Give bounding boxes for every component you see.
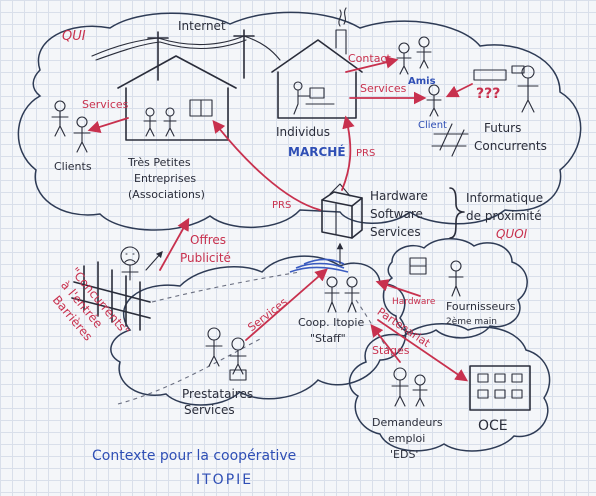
individus-label: Individus <box>276 125 330 139</box>
coop-line1: Coop. Itopie <box>298 316 364 329</box>
hardware-small-label: Hardware <box>392 297 436 307</box>
barrieres-group: Barrières à l'entrée "Concurrents" <box>50 265 133 344</box>
arrow-prs-left <box>212 120 321 211</box>
qui-top-label: QUI <box>62 29 86 44</box>
dashed-link-1 <box>151 271 301 303</box>
itopie-label: ITOPIE <box>196 472 253 488</box>
demandeurs-line2: emploi <box>388 432 425 445</box>
demandeurs-line3: 'EDS' <box>390 448 418 461</box>
demandeurs-line1: Demandeurs <box>372 416 443 429</box>
service-provider-figures <box>205 327 247 381</box>
arrow-services-left <box>87 117 129 133</box>
staff-wavy-outline <box>289 258 349 273</box>
tpe-line3: (Associations) <box>128 188 205 201</box>
individuals-house-icon <box>271 7 363 119</box>
offres-line2: Publicité <box>180 251 231 265</box>
services-left-label: Services <box>82 98 129 111</box>
brace <box>449 187 465 239</box>
small-business-house-icon <box>117 55 237 141</box>
tpe-line1: Très Petites <box>127 156 191 169</box>
arrow-offres <box>159 217 190 271</box>
prs-right-label: PRS <box>356 148 375 159</box>
hardware-label: Hardware <box>370 189 428 203</box>
services-hw-label: Services <box>370 225 421 239</box>
job-seeker-figures <box>391 367 428 407</box>
arrow-futurs <box>445 83 473 98</box>
question-marks: ??? <box>476 86 500 102</box>
friends-and-client-figures <box>396 36 442 117</box>
arrow-stages <box>370 324 401 363</box>
arrow-contact <box>345 56 399 73</box>
future-competitor-figure <box>473 65 539 113</box>
oce-cloud <box>348 323 551 452</box>
arrow-services-mid <box>245 268 328 341</box>
coop-line2: "Staff" <box>310 332 346 345</box>
contact-label: Contact <box>348 52 391 65</box>
tpe-line2: Entreprises <box>134 172 196 185</box>
fournisseurs-line2: 2ème main <box>446 316 497 327</box>
services-right-label: Services <box>360 82 407 95</box>
arrow-partenariat <box>377 319 469 382</box>
hash-mark <box>431 123 469 157</box>
futurs-line2: Concurrents <box>474 139 547 153</box>
offres-line1: Offres <box>190 233 226 247</box>
arrow-fence <box>145 251 163 271</box>
oce-building-icon <box>469 365 531 411</box>
marche-label: MARCHÉ <box>288 144 346 159</box>
futurs-line1: Futurs <box>484 121 521 135</box>
dashed-link-2 <box>117 337 263 405</box>
prs-left-label: PRS <box>272 200 291 211</box>
arrow-prs-right <box>341 115 355 191</box>
staff-figures <box>324 276 360 313</box>
fournisseurs-line1: Fournisseurs <box>446 300 516 313</box>
clients-left-figures <box>51 100 91 153</box>
internet-label: Internet <box>178 19 226 33</box>
prestataires-line1: Prestataires <box>182 387 253 401</box>
services-mid-label: Services <box>245 295 290 334</box>
fence-barrier-icon <box>71 246 151 331</box>
quoi-label: QUOI <box>496 227 528 241</box>
amis-label: Amis <box>408 76 436 87</box>
arrow-hardware <box>375 279 421 297</box>
informatique-line2: de proximité <box>466 209 542 223</box>
cooperative-cloud <box>110 255 407 406</box>
hardware-box-icon <box>321 183 363 239</box>
supplier-figure <box>409 257 464 297</box>
oce-label: OCE <box>478 418 508 434</box>
contexte-label: Contexte pour la coopérative <box>92 448 296 464</box>
stages-label: Stages <box>372 344 410 357</box>
prestataires-line2: Services <box>184 403 235 417</box>
software-label: Software <box>370 207 423 221</box>
clients-left-label: Clients <box>54 160 92 173</box>
client-right-label: Client <box>418 120 447 131</box>
informatique-line1: Informatique <box>466 191 543 205</box>
suppliers-cloud <box>382 238 528 339</box>
market-cloud <box>17 11 582 231</box>
internet-poles-icon <box>91 29 281 81</box>
